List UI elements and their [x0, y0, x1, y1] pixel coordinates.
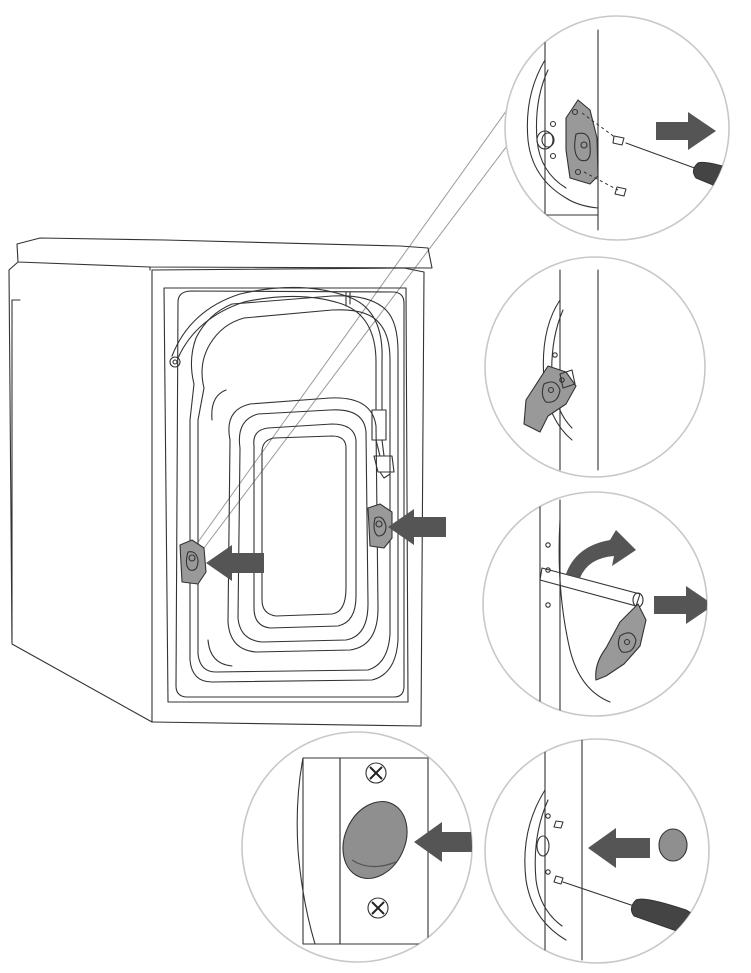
step-3-detail	[482, 491, 708, 717]
arrow-right-bracket	[388, 509, 446, 545]
step-1-detail	[504, 15, 730, 241]
bracket-right	[367, 503, 393, 549]
washer-body	[8, 237, 433, 727]
arrow-left-bracket	[206, 545, 264, 581]
step-2-detail	[484, 256, 706, 478]
step-4-detail	[484, 738, 710, 964]
bracket-left	[179, 539, 207, 585]
step-5-detail	[241, 731, 473, 963]
